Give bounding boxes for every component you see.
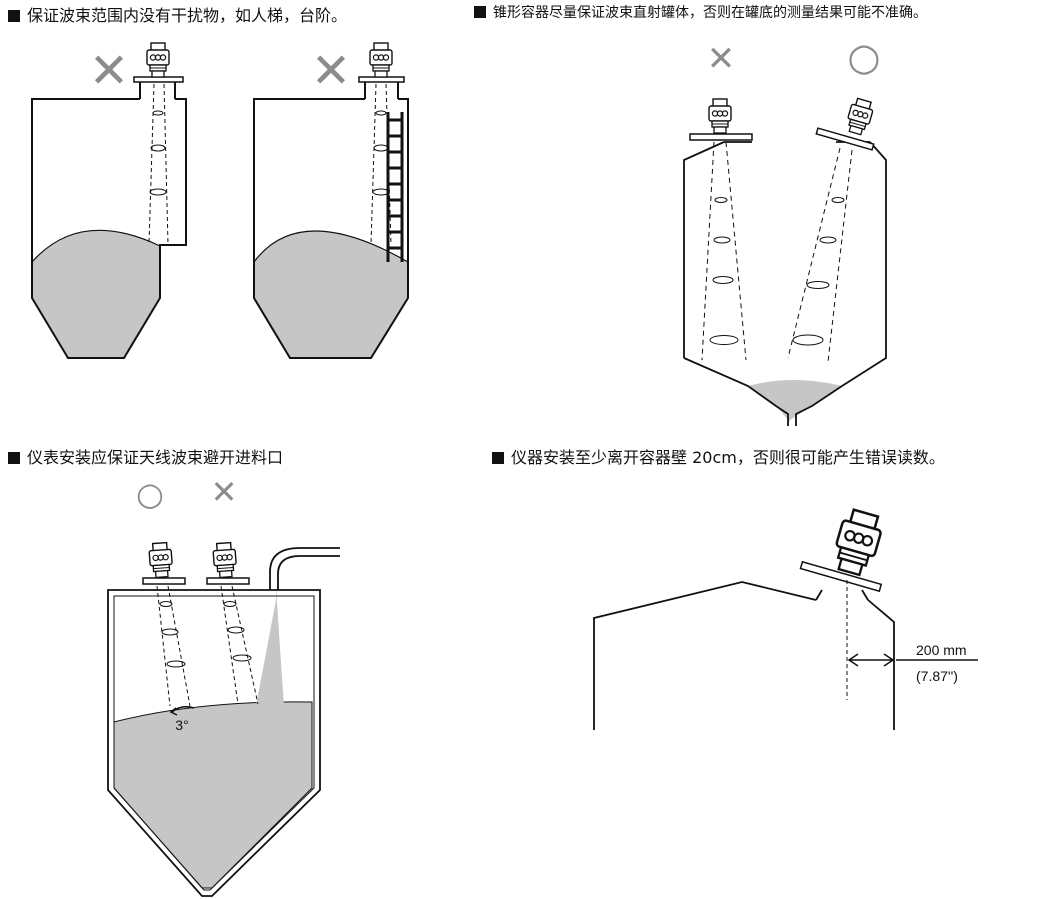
radar-sensor-vertical [708, 98, 732, 134]
material-fill [31, 229, 161, 359]
flange-tilted [815, 127, 875, 151]
caption-beam-clear-text: 保证波束范围内没有干扰物，如人梯，台阶。 [27, 6, 348, 25]
beam-cone [156, 585, 259, 707]
beam-cone [370, 83, 392, 245]
material-fill [113, 701, 313, 889]
bullet-square-icon [8, 452, 20, 464]
dimension-metric: 200 mm [916, 642, 967, 658]
radar-sensor [828, 506, 887, 579]
tank-nozzle-obstruction: ✕ [31, 42, 187, 359]
beam-cone [701, 141, 853, 363]
caption-avoid-inlet: 仪表安装应保证天线波束避开进料口 [8, 448, 283, 468]
caption-avoid-inlet-text: 仪表安装应保证天线波束避开进料口 [27, 448, 284, 467]
right-mark-icon: ○ [847, 35, 880, 79]
tank-with-inlet: 3° ○ ✕ [107, 473, 340, 897]
wrong-mark-icon: ✕ [707, 39, 736, 79]
right-mark-icon: ○ [136, 475, 164, 513]
dimension-imperial: (7.87'') [916, 668, 958, 684]
caption-wall-distance: 仪器安装至少离开容器壁 20cm，否则很可能产生错误读数。 [492, 448, 945, 468]
tank-outline [31, 98, 187, 359]
radar-sensor [147, 541, 174, 579]
bullet-square-icon [474, 6, 486, 18]
flange [358, 76, 405, 83]
material-fill [748, 380, 842, 406]
ladder [386, 112, 404, 262]
tank-outline [683, 141, 887, 426]
wrong-mark-icon: ✕ [311, 43, 351, 99]
radar-sensor [211, 541, 238, 579]
angle-indicator [169, 705, 195, 716]
radar-sensor [369, 42, 393, 78]
flange [133, 76, 184, 83]
caption-beam-clear: 保证波束范围内没有干扰物，如人梯，台阶。 [8, 6, 347, 26]
tank-outline-outer [107, 589, 321, 897]
tank-conical-roof: ✕ ○ [683, 35, 887, 426]
beam-cone [148, 83, 169, 245]
flange [799, 560, 883, 593]
wrong-mark-icon: ✕ [211, 473, 238, 511]
tank-ladder-obstruction: ✕ [253, 42, 409, 359]
radar-sensor-tilted [843, 96, 876, 137]
tank-outline [593, 581, 895, 730]
nozzle [139, 82, 176, 99]
bullet-square-icon [492, 452, 504, 464]
bullet-square-icon [8, 10, 20, 22]
caption-cone-tank: 锥形容器尽量保证波束直射罐体，否则在罐底的测量结果可能不准确。 [474, 3, 927, 23]
inlet-pipe [269, 547, 340, 590]
radar-sensor [146, 42, 170, 78]
caption-wall-distance-text: 仪器安装至少离开容器壁 20cm，否则很可能产生错误读数。 [511, 448, 945, 467]
wrong-mark-icon: ✕ [89, 43, 129, 99]
tank-wall-distance: 200 mm (7.87'') [593, 506, 978, 730]
dimension-arrow [847, 653, 978, 667]
material-fill [253, 230, 409, 359]
inlet-stream [256, 586, 284, 706]
tank-outline-inner [113, 595, 315, 891]
angle-label: 3° [175, 717, 188, 733]
tank-outline [253, 98, 409, 359]
flange [689, 133, 753, 141]
caption-cone-tank-text: 锥形容器尽量保证波束直射罐体，否则在罐底的测量结果可能不准确。 [493, 5, 927, 21]
